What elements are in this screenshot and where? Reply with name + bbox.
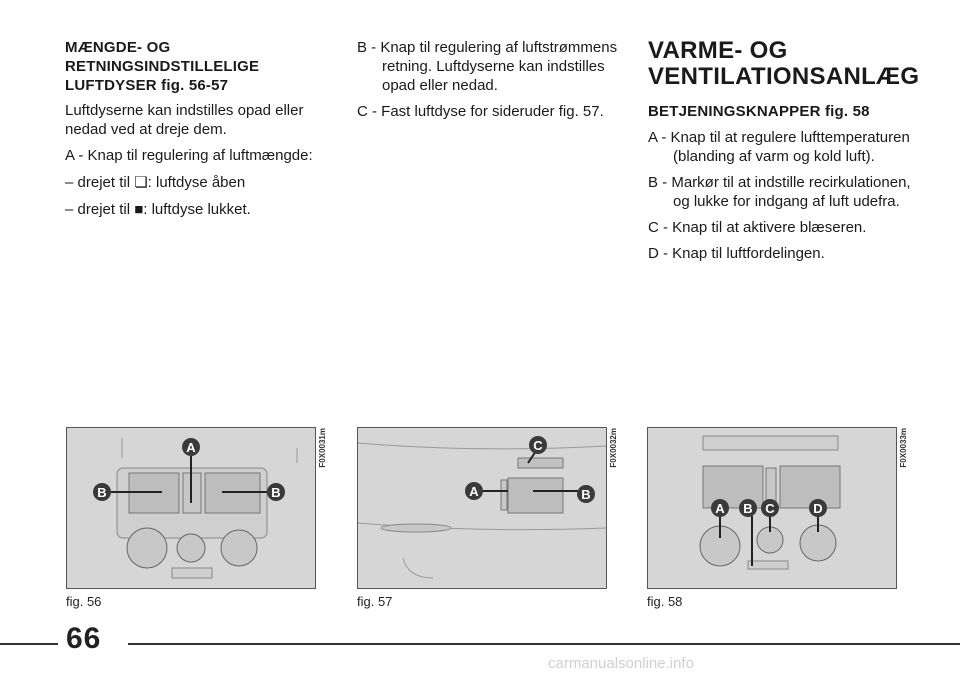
figure-caption: fig. 57: [357, 594, 393, 609]
list-item-a: A - Knap til regulering af luftmængde:: [65, 147, 313, 164]
section-title-heating: VARME- OG VENTILATIONSANLÆG: [648, 37, 920, 90]
figure-58-illustration: A B C D: [648, 428, 896, 588]
paragraph-intro: Luftdyserne kan indstilles opad eller ne…: [65, 102, 304, 138]
list-item-d: D - Knap til luftfordelingen.: [648, 245, 825, 262]
list-line-open: – drejet til ❏: luftdyse åben: [65, 174, 246, 191]
figure-caption: fig. 58: [647, 594, 683, 609]
subheading-controls: BETJENINGSKNAPPER fig. 58: [648, 103, 870, 120]
list-item-b: B - Markør til at indstille recirkulatio…: [648, 174, 911, 210]
figure-caption: fig. 56: [66, 594, 102, 609]
label-a: A: [715, 501, 725, 516]
section-heading-nozzles: MÆNGDE- OG RETNINGSINDSTILLELIGE LUFTDYS…: [65, 39, 260, 94]
column-1: MÆNGDE- OG RETNINGSINDSTILLELIGE LUFTDYS…: [65, 38, 327, 219]
label-c: C: [765, 501, 775, 516]
figure-57-illustration: C A B: [357, 428, 607, 588]
label-b: B: [581, 487, 590, 502]
list-line-closed: – drejet til ■: luftdyse lukket.: [65, 201, 251, 218]
footer-rule-left: [0, 643, 58, 645]
figure-code: F0X0033m: [899, 428, 908, 468]
label-b: B: [97, 485, 106, 500]
column-3: VARME- OG VENTILATIONSANLÆG BETJENINGSKN…: [648, 36, 920, 263]
watermark: carmanualsonline.info: [548, 655, 694, 672]
label-b: B: [743, 501, 752, 516]
figure-code: F0X0031m: [318, 428, 327, 468]
label-a: A: [469, 484, 479, 499]
list-item-a: A - Knap til at regulere lufttemperature…: [648, 129, 910, 165]
figure-56-illustration: A B B: [67, 428, 315, 588]
footer-rule-right: [128, 643, 960, 645]
list-item-c: C - Fast luftdyse for sideruder fig. 57.: [357, 103, 604, 120]
label-b: B: [271, 485, 280, 500]
figure-58: A B C D: [647, 427, 897, 589]
figure-code: F0X0032m: [609, 428, 618, 468]
label-a: A: [186, 440, 196, 455]
list-item-c: C - Knap til at aktivere blæseren.: [648, 219, 867, 236]
label-d: D: [813, 501, 822, 516]
figure-56: A B B: [66, 427, 316, 589]
column-2: B - Knap til regulering af luftstrømmens…: [357, 38, 619, 121]
list-item-b: B - Knap til regulering af luftstrømmens…: [357, 39, 618, 94]
figure-57: C A B: [357, 427, 607, 589]
page-number: 66: [66, 622, 102, 655]
label-c: C: [533, 438, 543, 453]
